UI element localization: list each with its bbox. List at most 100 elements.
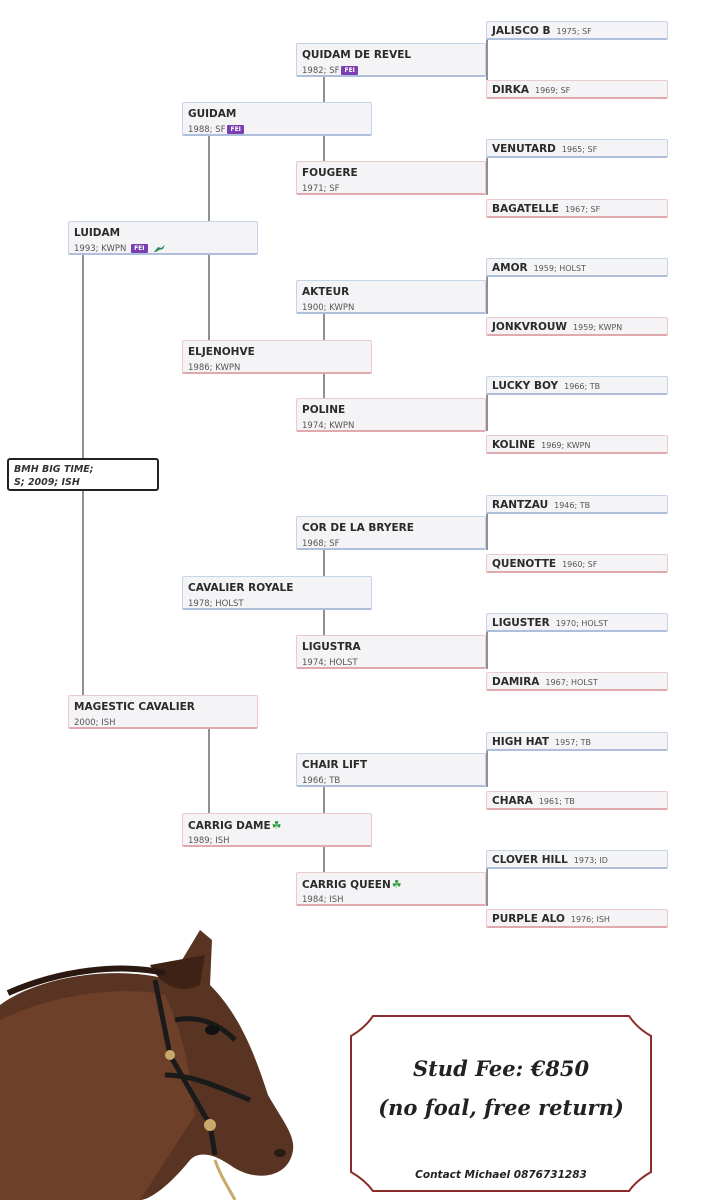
gen4-details: 1966; TB — [564, 382, 601, 391]
gen4-details: 1969; SF — [534, 86, 571, 95]
gen4-details: 1973; ID — [573, 856, 608, 865]
horse-head-image — [0, 930, 294, 1200]
gen4-box[interactable]: DIRKA 1969; SF — [486, 80, 668, 99]
gen4-box[interactable]: LUCKY BOY 1966; TB — [486, 376, 668, 395]
gen4-box[interactable]: CLOVER HILL 1973; ID — [486, 850, 668, 869]
gen4-box[interactable]: PURPLE ALO 1976; ISH — [486, 909, 668, 928]
gen3-details: 1900; KWPN — [302, 303, 355, 313]
gen4-details: 1970; HOLST — [555, 619, 609, 628]
subject-horse-box[interactable]: BMH BIG TIME; S; 2009; ISH — [7, 458, 159, 491]
stud-fee-price: Stud Fee: €850 — [412, 1056, 590, 1081]
gen4-details: 1967; HOLST — [545, 678, 598, 687]
fei-badge: FEI — [341, 66, 358, 75]
gen3-details: 1984; ISH — [302, 895, 344, 905]
gen4-name: RANTZAU — [492, 499, 549, 511]
paternal-granddam-name: ELJENOHVE — [188, 346, 255, 358]
gen3-name: CHAIR LIFT — [302, 759, 368, 771]
paternal-grandsire-details: 1988; SF — [188, 125, 226, 135]
gen4-box[interactable]: RANTZAU 1946; TB — [486, 495, 668, 514]
shamrock-icon: ☘ — [271, 819, 282, 832]
gen4-name: KOLINE — [492, 439, 536, 451]
gen3-details: 1968; SF — [302, 539, 340, 549]
sire-name: LUIDAM — [74, 227, 121, 239]
gen3-box-4[interactable]: POLINE 1974; KWPN — [296, 398, 486, 432]
gen4-details: 1957; TB — [555, 738, 592, 747]
maternal-granddam-name: CARRIG DAME — [188, 820, 271, 832]
gen4-details: 1959; HOLST — [533, 264, 586, 273]
gen4-name: DAMIRA — [492, 676, 540, 688]
paternal-granddam-details: 1986; KWPN — [188, 363, 241, 373]
gen3-name: AKTEUR — [302, 286, 350, 298]
stud-fee-card — [350, 1015, 652, 1192]
gen4-box[interactable]: BAGATELLE 1967; SF — [486, 199, 668, 218]
gen3-details: 1974; KWPN — [302, 421, 355, 431]
gen4-details: 1969; KWPN — [541, 441, 591, 450]
sire-details: 1993; KWPN — [74, 244, 127, 254]
gen3-box-7[interactable]: CHAIR LIFT 1966; TB — [296, 753, 486, 787]
paternal-grandsire-name: GUIDAM — [188, 108, 237, 120]
sire-box[interactable]: LUIDAM 1993; KWPN FEI — [68, 221, 258, 255]
stud-fee-terms: (no foal, free return) — [378, 1095, 624, 1120]
gen3-box-3[interactable]: AKTEUR 1900; KWPN — [296, 280, 486, 314]
maternal-grandsire-details: 1978; HOLST — [188, 599, 244, 609]
gen3-details: 1971; SF — [302, 184, 340, 194]
dam-name: MAGESTIC CAVALIER — [74, 701, 195, 713]
gen3-details: 1974; HOLST — [302, 658, 358, 668]
gen3-box-5[interactable]: COR DE LA BRYERE 1968; SF — [296, 516, 486, 550]
maternal-granddam-box[interactable]: CARRIG DAME☘ 1989; ISH — [182, 813, 372, 847]
gen3-box-2[interactable]: FOUGERE 1971; SF — [296, 161, 486, 195]
gen3-details: 1982; SF — [302, 66, 340, 76]
gen4-details: 1959; KWPN — [573, 323, 623, 332]
gen3-name: FOUGERE — [302, 167, 358, 179]
gen4-name: LUCKY BOY — [492, 380, 559, 392]
gen4-name: DIRKA — [492, 84, 529, 96]
gen4-details: 1961; TB — [538, 797, 575, 806]
gen4-name: BAGATELLE — [492, 203, 559, 215]
gen4-box[interactable]: QUENOTTE 1960; SF — [486, 554, 668, 573]
gen4-details: 1976; ISH — [570, 915, 610, 924]
gen4-box[interactable]: KOLINE 1969; KWPN — [486, 435, 668, 454]
gen4-details: 1960; SF — [562, 560, 598, 569]
gen3-details: 1966; TB — [302, 776, 341, 786]
gen4-details: 1946; TB — [554, 501, 591, 510]
gen4-name: QUENOTTE — [492, 558, 557, 570]
gen3-name: COR DE LA BRYERE — [302, 522, 414, 534]
gen4-name: CLOVER HILL — [492, 854, 568, 866]
subject-name: BMH BIG TIME; — [14, 464, 94, 475]
dam-box[interactable]: MAGESTIC CAVALIER 2000; ISH — [68, 695, 258, 729]
gen4-name: JALISCO B — [492, 25, 551, 37]
shamrock-icon: ☘ — [391, 878, 402, 891]
contact-info: Contact Michael 0876731283 — [415, 1169, 587, 1181]
maternal-grandsire-name: CAVALIER ROYALE — [188, 582, 294, 594]
gen3-name: POLINE — [302, 404, 346, 416]
gen4-box[interactable]: DAMIRA 1967; HOLST — [486, 672, 668, 691]
jumping-horse-icon — [154, 245, 166, 252]
maternal-grandsire-box[interactable]: CAVALIER ROYALE 1978; HOLST — [182, 576, 372, 610]
gen3-box-6[interactable]: LIGUSTRA 1974; HOLST — [296, 635, 486, 669]
gen4-name: PURPLE ALO — [492, 913, 565, 925]
gen4-box[interactable]: AMOR 1959; HOLST — [486, 258, 668, 277]
gen3-name: LIGUSTRA — [302, 641, 361, 653]
gen3-name: CARRIG QUEEN — [302, 879, 391, 891]
subject-details: S; 2009; ISH — [14, 477, 80, 488]
gen3-box-8[interactable]: CARRIG QUEEN☘ 1984; ISH — [296, 872, 486, 906]
gen4-box[interactable]: LIGUSTER 1970; HOLST — [486, 613, 668, 632]
gen4-name: AMOR — [492, 262, 528, 274]
dam-details: 2000; ISH — [74, 718, 116, 728]
gen4-name: JONKVROUW — [492, 321, 568, 333]
gen3-name: QUIDAM DE REVEL — [302, 49, 412, 61]
fei-badge: FEI — [131, 244, 148, 253]
paternal-granddam-box[interactable]: ELJENOHVE 1986; KWPN — [182, 340, 372, 374]
gen4-name: LIGUSTER — [492, 617, 550, 629]
fei-badge: FEI — [227, 125, 244, 134]
gen4-details: 1967; SF — [564, 205, 601, 214]
maternal-granddam-details: 1989; ISH — [188, 836, 230, 846]
pedigree-connectors — [82, 39, 488, 906]
gen4-box[interactable]: JONKVROUW 1959; KWPN — [486, 317, 668, 336]
